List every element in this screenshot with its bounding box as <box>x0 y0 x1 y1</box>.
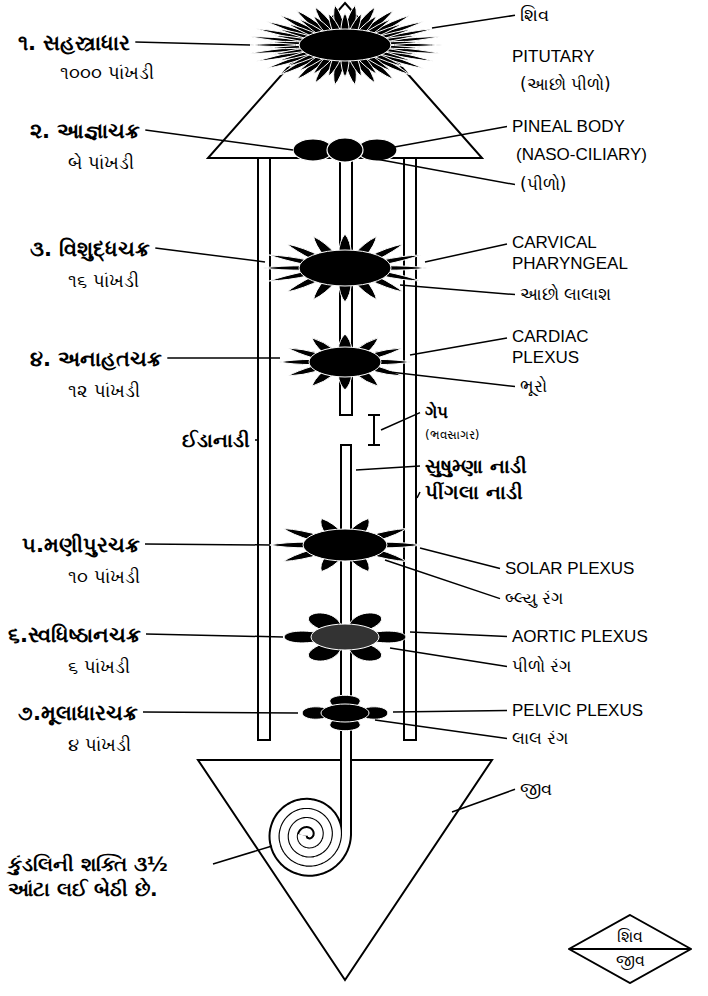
leader-line <box>356 466 420 470</box>
leader-line <box>390 372 515 387</box>
petal-count: ૧૨ પાંખડી <box>68 380 140 403</box>
diamond-shape: શિવ જીવ <box>568 914 692 984</box>
diamond-text: જીવ <box>616 951 645 971</box>
pingala-tube <box>404 158 416 740</box>
kundalini-coil <box>275 445 347 871</box>
leader-line <box>410 338 507 355</box>
leader-line <box>167 357 280 359</box>
gap-note: (ભવસાગર) <box>425 428 479 443</box>
nadi-label: સુષુમ્ણા નાડી <box>425 454 527 479</box>
leader-line <box>381 413 420 430</box>
gap-label: ગેપ <box>425 402 448 423</box>
plexus-label: AORTIC PLEXUS <box>512 626 648 647</box>
flower-center <box>321 704 369 722</box>
chakra-name: ૪. અનાહતચક્ર <box>30 346 162 372</box>
chakra-name: ૫.મણીપુરચક્ર <box>22 532 140 558</box>
diamond-outline <box>568 914 692 984</box>
diamond-text: શિવ <box>617 927 643 947</box>
leader-line <box>420 548 500 569</box>
plexus-label: SOLAR PLEXUS <box>505 558 634 579</box>
flower-center <box>311 624 379 650</box>
petal-count: ૬ પાંખડી <box>68 656 130 679</box>
color-note: (આછો પીળો) <box>520 74 611 95</box>
gland-label: PITUTARY <box>512 46 595 67</box>
color-note: બ્લ્યુ રંગ <box>505 588 563 609</box>
color-note: પીળો રંગ <box>512 656 571 677</box>
leader-line <box>145 544 270 545</box>
petal-count: બે પાંખડી <box>68 152 134 175</box>
tube-cap <box>340 444 352 446</box>
leader-line <box>255 439 257 441</box>
leader-line <box>385 560 500 599</box>
leader-line <box>393 711 507 712</box>
chakra-name: ૭.મૂલાધારચક્ર <box>18 700 138 726</box>
leader-line <box>213 846 272 864</box>
color-note: ભૂરો <box>520 376 547 397</box>
leader-line <box>146 634 283 637</box>
gland-label: (NASO-CILIARY) <box>516 144 647 165</box>
leader-line <box>155 248 265 262</box>
leader-line <box>378 127 507 150</box>
flower-center <box>299 250 391 286</box>
petal-count: ૧૦ પાંખડી <box>68 566 140 589</box>
kundalini-note: કુંડલિની શક્તિ ૩½ આંટા લઈ બેઠી છે. <box>8 852 208 902</box>
leader-line <box>143 712 298 713</box>
color-note: આછો લાલાશ <box>520 284 611 305</box>
leader-line <box>400 285 515 295</box>
color-note: લાલ રંગ <box>512 728 568 749</box>
nadi-label: ઈડાનાડી <box>182 428 250 453</box>
chakra-flowers <box>248 5 442 731</box>
flower-center <box>309 347 381 377</box>
leader-line <box>365 157 515 185</box>
leader-line <box>410 632 507 637</box>
flower-center <box>303 529 387 561</box>
color-note: (પીળો) <box>520 174 566 195</box>
petal <box>279 359 312 364</box>
leader-line <box>417 492 420 498</box>
leader-line <box>145 130 293 150</box>
leader-line <box>390 648 507 667</box>
deity-label: શિવ <box>520 4 549 27</box>
flower-center <box>299 29 391 61</box>
leader-line <box>375 720 507 739</box>
nadi-label: પીંગલા નાડી <box>425 480 523 505</box>
petal-count: ૧૬ પાંખડી <box>68 270 139 293</box>
petal-count: ૧૦૦૦ પાંખડી <box>60 62 154 85</box>
leader-line <box>425 244 507 262</box>
chakra-name: ૨. આજ્ઞાચક્ર <box>30 118 140 144</box>
plexus-label: CARVICAL PHARYNGEAL <box>512 232 647 275</box>
jiva-label: જીવ <box>520 778 552 801</box>
plexus-label: PELVIC PLEXUS <box>512 700 643 721</box>
plexus-label: CARDIAC PLEXUS <box>512 326 617 369</box>
chakra-name: ૩. વિશુદ્ધચક્ર <box>30 236 150 262</box>
chakra-name: ૬.સ્વધિષ્ઠાનચક્ર <box>8 622 141 648</box>
gland-label: PINEAL BODY <box>512 116 625 137</box>
gap-bracket <box>368 415 380 445</box>
leader-line <box>432 15 515 28</box>
petal-count: ૪ પાંખડી <box>68 734 131 757</box>
leader-line <box>135 42 250 45</box>
chakra-name: ૧. સહસ્ત્રાધાર <box>18 30 130 56</box>
ida-tube <box>258 158 270 740</box>
leader-line <box>452 789 515 812</box>
petal <box>378 359 411 364</box>
kundalini-coil <box>275 445 347 871</box>
